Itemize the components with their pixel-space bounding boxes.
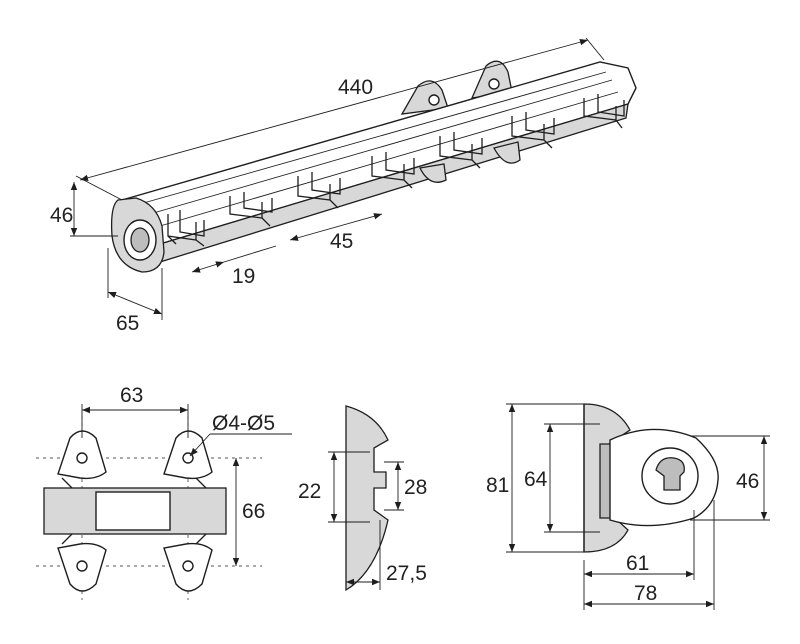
bracket-hole [182,560,194,572]
dim-bracket-width-label: 63 [120,384,143,407]
profile-shape [345,405,389,592]
dim-hook-gap-label: 19 [232,265,255,288]
dim-bracket-width: 63 [81,384,189,438]
profile-view: 22 28 27,5 [298,405,427,592]
dim-end-inner: 64 [524,423,600,533]
dim-length-label: 440 [338,76,373,99]
dim-depth: 65 [107,248,163,335]
dim-end-total-label: 78 [634,582,657,605]
dim-length: 440 [75,37,605,201]
bracket-view: 63 Ø4-Ø5 66 [36,384,292,600]
ear-hole [488,78,500,90]
isometric-view: 440 46 45 19 65 [50,37,637,335]
bracket-hole [76,560,88,572]
dim-end-cap-height-label: 46 [736,470,759,493]
end-cap-keyhole [655,457,685,491]
dim-profile-slot-label: 28 [404,476,427,499]
dim-height-front-label: 46 [50,204,73,227]
hook [229,192,273,227]
hook [297,172,341,209]
ear-hole [428,94,440,106]
dim-hole-spec-label: Ø4-Ø5 [212,412,275,435]
dim-end-cap-height: 46 [690,435,770,521]
rail-top [120,61,637,245]
dim-profile-inner-label: 22 [298,480,321,503]
dim-end-offset: 61 [584,510,695,580]
dim-bracket-height: 66 [232,458,265,566]
bracket-hole [76,452,88,464]
dim-bracket-height-label: 66 [242,500,265,523]
dim-profile-slot: 28 [384,461,427,511]
dim-profile-inner: 22 [298,451,370,523]
hook [167,210,205,247]
dim-pitch-label: 45 [330,230,353,253]
dim-end-inner-label: 64 [524,468,548,491]
dim-profile-depth: 27,5 [346,520,427,590]
dim-end-height-label: 81 [486,474,509,497]
dim-end-height: 81 [486,403,590,553]
dim-profile-depth-label: 27,5 [386,562,427,585]
dim-end-offset-label: 61 [626,552,649,575]
dim-depth-label: 65 [116,312,139,335]
dim-pitch: 45 [289,213,383,253]
dim-hook-gap: 19 [191,245,277,288]
end-cap-view: 81 64 46 61 78 [486,403,770,610]
dim-end-total: 78 [583,500,715,610]
dim-height-front: 46 [50,182,118,237]
dim-hole-spec: Ø4-Ø5 [189,412,292,457]
